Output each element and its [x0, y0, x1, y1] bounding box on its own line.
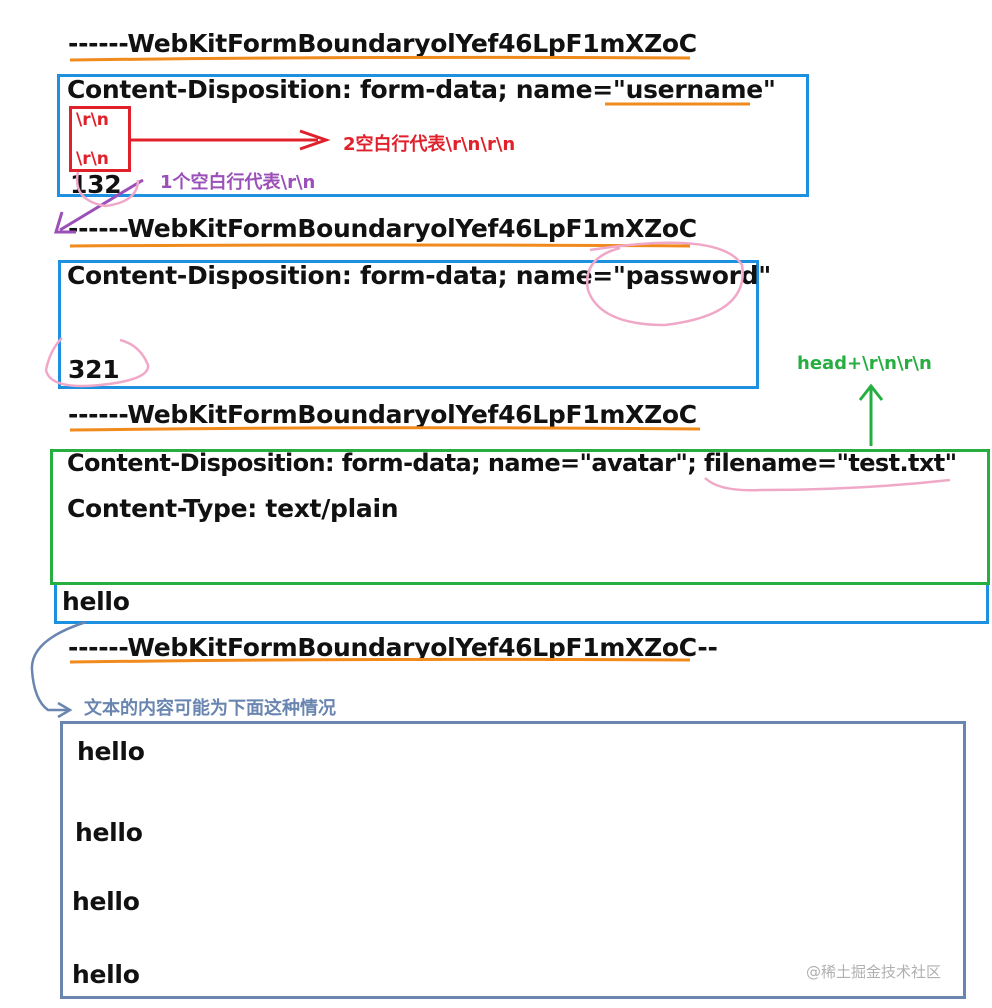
avatar-header-box	[50, 449, 990, 585]
example-line-4: hello	[72, 960, 140, 989]
crlf-line-1: \r\n	[76, 110, 109, 130]
watermark: @稀土掘金技术社区	[806, 963, 942, 981]
example-content-box	[60, 721, 966, 999]
avatar-content-type: Content-Type: text/plain	[67, 494, 399, 523]
username-disposition: Content-Disposition: form-data; name="us…	[67, 75, 776, 104]
avatar-body: hello	[62, 587, 130, 616]
example-line-3: hello	[72, 887, 140, 916]
boundary-line-3: ------WebKitFormBoundaryolYef46LpF1mXZoC	[68, 400, 697, 429]
boundary-line-end: ------WebKitFormBoundaryolYef46LpF1mXZoC…	[68, 633, 718, 662]
crlf-line-2: \r\n	[76, 149, 109, 169]
two-blank-lines-note: 2空白行代表\r\n\r\n	[343, 134, 516, 155]
one-blank-line-note: 1个空白行代表\r\n	[160, 172, 316, 193]
boundary-line-1: ------WebKitFormBoundaryolYef46LpF1mXZoC	[68, 29, 697, 58]
password-disposition: Content-Disposition: form-data; name="pa…	[67, 261, 771, 290]
example-line-2: hello	[75, 818, 143, 847]
text-content-note: 文本的内容可能为下面这种情况	[84, 698, 336, 719]
crlf-highlight-box	[69, 106, 131, 172]
avatar-disposition: Content-Disposition: form-data; name="av…	[67, 449, 957, 477]
avatar-body-box	[54, 585, 989, 624]
password-part-box	[58, 260, 759, 389]
head-marker-note: head+\r\n\r\n	[797, 353, 932, 374]
username-value: 132	[70, 170, 122, 199]
green-arrow	[858, 383, 884, 446]
password-value: 321	[68, 355, 120, 384]
username-part-box	[57, 74, 809, 197]
boundary-underline-2	[69, 243, 691, 248]
boundary-line-2: ------WebKitFormBoundaryolYef46LpF1mXZoC	[68, 214, 697, 243]
example-line-1: hello	[77, 737, 145, 766]
